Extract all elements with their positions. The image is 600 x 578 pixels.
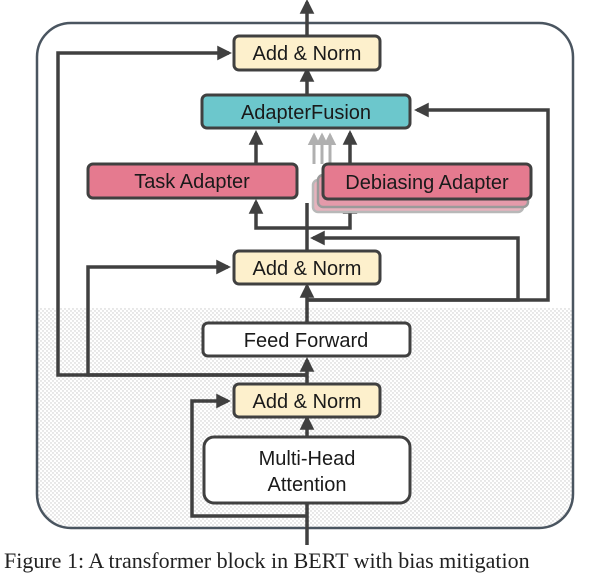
adapter-fusion-label: AdapterFusion: [241, 102, 371, 124]
attention-label-line2: Attention: [268, 474, 347, 496]
debiasing-adapter-box: Debiasing Adapter: [321, 162, 533, 201]
attention-label-line1: Multi-Head: [259, 448, 356, 470]
connection-lines: [56, 0, 550, 545]
add-norm-top-box: Add & Norm: [232, 34, 382, 72]
add-norm-bottom-label: Add & Norm: [253, 391, 362, 413]
feed-forward-label: Feed Forward: [244, 330, 369, 352]
add-norm-mid-label: Add & Norm: [253, 258, 362, 280]
add-norm-bottom-box: Add & Norm: [232, 382, 382, 419]
task-adapter-box: Task Adapter: [86, 162, 299, 200]
adapter-fusion-box: AdapterFusion: [200, 93, 412, 130]
figure-caption: Figure 1: A transformer block in BERT wi…: [4, 548, 530, 573]
feed-forward-box: Feed Forward: [201, 321, 412, 358]
ghost-adapter-lines: [307, 132, 337, 164]
debiasing-adapter-label: Debiasing Adapter: [345, 172, 509, 194]
add-norm-mid-box: Add & Norm: [232, 249, 382, 286]
multi-head-attention-box: Multi-Head Attention: [202, 435, 412, 505]
task-adapter-label: Task Adapter: [134, 171, 250, 193]
add-norm-top-label: Add & Norm: [253, 43, 362, 65]
